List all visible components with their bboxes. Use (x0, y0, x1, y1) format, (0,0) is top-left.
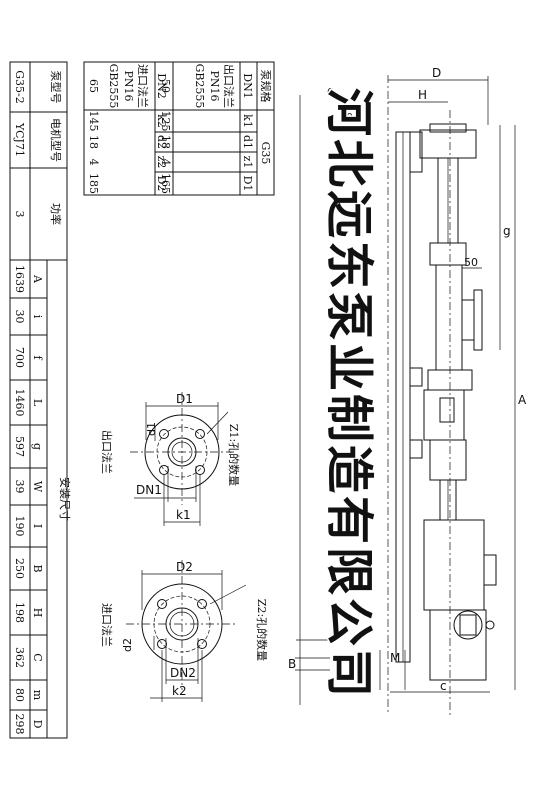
dim-c: c (440, 679, 447, 693)
outlet-param-cell: d1 (241, 135, 254, 149)
motor-value: YCJ71 (13, 122, 26, 157)
watermark-text: 河北远东泵业制造有限公司 (321, 88, 377, 700)
outlet-flange-title: 出口法兰 (100, 430, 114, 474)
header-pump: 泵型号 (49, 71, 63, 104)
dims-col-header: g (31, 443, 44, 450)
outlet-label: 出口法兰 (222, 64, 236, 108)
dims-col-value: 190 (13, 516, 26, 537)
dims-col-value: 198 (13, 602, 26, 623)
dims-col-value: 362 (13, 647, 26, 668)
outlet-param-cell: 18 (159, 135, 172, 149)
inlet-param-cell: z2 (155, 156, 168, 169)
dims-col-header: i (31, 315, 44, 319)
header-install: 安装尺寸 (58, 477, 72, 521)
dims-col-header: W (31, 481, 44, 493)
dim-M: M (390, 651, 400, 665)
inlet-param-cell: 65 (87, 79, 100, 93)
inlet-flange-view: D2 d2 DN2 k2 进口法兰 Z2:孔的数量 (100, 560, 269, 702)
outlet-nozzle (461, 299, 475, 341)
dim-H: H (418, 88, 427, 102)
inlet-param-cell: 145 (87, 111, 100, 132)
inlet-flange-title: 进口法兰 (100, 603, 114, 647)
inlet-param-cell: k2 (155, 114, 168, 128)
dim-D: D (432, 66, 441, 80)
outlet-param-cell: 50 (159, 79, 172, 93)
outlet-DN-label: DN1 (136, 483, 162, 497)
header-power: 功率 (49, 203, 63, 225)
dims-col-header: B (31, 564, 44, 572)
outlet-hole-note: Z1:孔的数量 (227, 424, 241, 486)
inlet-param-cell: DN2 (155, 73, 168, 98)
dims-col-header: C (31, 653, 44, 661)
pump-value: G35-2 (13, 70, 26, 104)
outlet-k-label: k1 (176, 508, 191, 522)
dims-col-header: m (31, 690, 44, 701)
inlet-D-label: D2 (176, 560, 193, 574)
dims-col-header: L (31, 399, 44, 407)
outlet-param-cell: k1 (241, 114, 254, 128)
outlet-param-cell: 4 (159, 159, 172, 166)
outlet-param-cell: 165 (159, 173, 172, 194)
dim-6: 6 (327, 87, 333, 98)
outlet-param-cell: D1 (241, 176, 254, 192)
dims-col-header: D (31, 720, 44, 729)
outlet-param-cell: DN1 (241, 73, 254, 98)
params-table: 泵规格 G35 出口法兰 PN16 GB2555 进口法兰 PN16 GB255… (83, 61, 275, 196)
outlet-std: PN16 (208, 70, 221, 101)
inlet-std: PN16 (122, 70, 135, 101)
params-title: 泵规格 (259, 70, 273, 103)
dims-col-value: 80 (13, 688, 26, 702)
dims-col-header: f (31, 355, 44, 360)
dims-col-value: 250 (13, 558, 26, 579)
outlet-param-cell: 125 (159, 111, 172, 132)
dims-col-value: 30 (13, 310, 26, 324)
inlet-k-label: k2 (172, 684, 187, 698)
company-watermark: 河北远东泵业制造有限公司 (320, 87, 379, 702)
outlet-flange-view: D1 d1 DN1 k1 出口法兰 Z1:孔的数量 (100, 392, 241, 526)
inlet-gb: GB2555 (107, 64, 120, 109)
dim-20: 20 (340, 112, 353, 123)
motor (423, 519, 485, 611)
outlet-D-label: D1 (176, 392, 193, 406)
inlet-param-cell: 185 (87, 173, 100, 194)
inlet-DN-label: DN2 (170, 666, 196, 680)
dims-col-value: 298 (13, 714, 26, 735)
power-value: 3 (13, 211, 26, 218)
params-model: G35 (259, 142, 272, 165)
dim-g: g (503, 224, 511, 238)
inlet-d-label: d2 (121, 638, 134, 652)
outlet-param-cell: z1 (241, 156, 254, 169)
dim-50: 50 (464, 256, 478, 269)
dims-col-header: A (31, 274, 44, 284)
inlet-label: 进口法兰 (136, 64, 150, 108)
outlet-gb: GB2555 (193, 64, 206, 109)
dimension-table: 泵型号 电机型号 功率 安装尺寸 G35-2 YCJ71 3 A 1639 i 30 f… (9, 61, 72, 739)
dims-col-header: I (31, 524, 44, 528)
inlet-param-cell: d2 (155, 135, 168, 149)
dims-col-value: 1460 (13, 389, 26, 417)
inlet-param-cell: 4 (87, 159, 100, 166)
dim-A: A (518, 393, 527, 407)
dims-col-value: 39 (13, 480, 26, 494)
inlet-hole-note: Z2:孔的数量 (255, 599, 269, 661)
dims-col-value: 597 (13, 436, 26, 457)
outlet-d-label: d1 (145, 422, 158, 436)
dims-col-value: 1639 (13, 265, 26, 293)
dim-B: B (288, 657, 296, 671)
dims-col-value: 700 (13, 347, 26, 368)
discharge-head (419, 129, 477, 159)
pump-assembly-drawing: D H g A 50 6 20 c B M (288, 66, 527, 715)
inlet-param-cell: 18 (87, 135, 100, 149)
dims-col-header: H (31, 608, 44, 618)
inlet-param-cell: D2 (155, 176, 168, 192)
header-motor: 电机型号 (49, 118, 63, 162)
